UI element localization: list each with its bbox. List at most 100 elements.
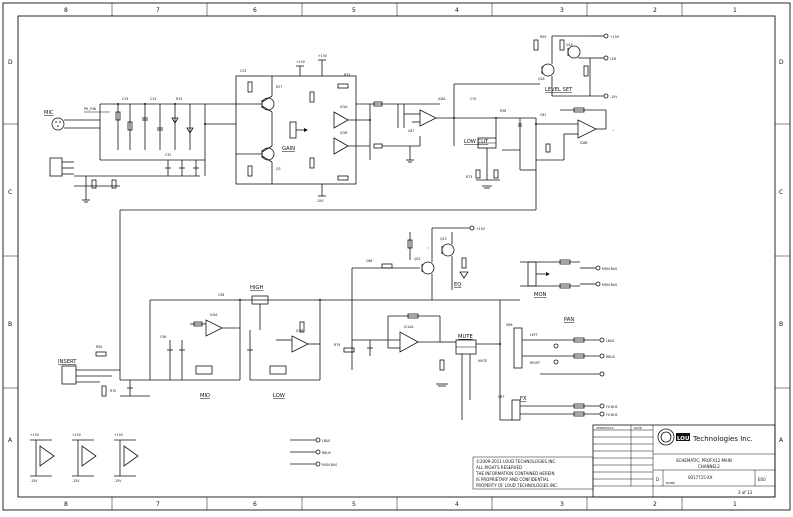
svg-text:C66: C66: [366, 259, 372, 263]
svg-text:R27: R27: [276, 85, 282, 89]
row-label-right: B: [779, 321, 783, 328]
size-value: D: [656, 477, 659, 482]
low-cut-section: LOW CUT IC8A C67 C70 R58 R73: [374, 84, 536, 188]
svg-text:C67: C67: [408, 129, 414, 133]
svg-text:+15V: +15V: [114, 433, 124, 437]
svg-text:-15V: -15V: [72, 479, 80, 483]
level-set-section: LEVEL SET +15V LED -15V Q18 Q19 R59 IC8B…: [520, 34, 620, 170]
svg-text:+15V: +15V: [30, 433, 40, 437]
col-label-top: 5: [352, 7, 356, 14]
scale-value: NONE: [666, 481, 675, 485]
date-header: DATE: [634, 426, 642, 430]
svg-text:FX BUS: FX BUS: [606, 413, 618, 417]
row-label-left: D: [8, 59, 13, 66]
svg-text:~: ~: [612, 129, 615, 133]
row-label-right: C: [779, 189, 783, 196]
copyright-line: THE INFORMATION CONTAINED HEREIN: [475, 471, 554, 476]
svg-text:MON BUS: MON BUS: [602, 267, 617, 271]
svg-text:-15V: -15V: [114, 479, 122, 483]
svg-text:FX BUS: FX BUS: [606, 405, 618, 409]
col-label-bottom: 6: [253, 501, 257, 508]
col-label-bottom: 1: [733, 501, 737, 508]
svg-text:C15: C15: [150, 97, 156, 101]
title-block: APPROVALS DATE LOUD Technologies Inc. SC…: [593, 425, 775, 497]
pan-label: PAN: [564, 317, 574, 323]
svg-text:R90: R90: [96, 345, 102, 349]
svg-text:LBUS: LBUS: [606, 339, 614, 343]
svg-text:Q19: Q19: [566, 43, 573, 47]
zone-labels: 8 7 6 5 4 3 2 1 8 7 6 5 4 3 2 1 D C B A …: [8, 7, 784, 508]
mic-preamp-section: MIC PH_P48: [44, 97, 236, 202]
fx-label: FX: [520, 396, 527, 402]
col-label-bottom: 5: [352, 501, 356, 508]
svg-text:C19: C19: [122, 97, 128, 101]
svg-text:-15V: -15V: [30, 479, 38, 483]
row-label-left: A: [8, 437, 13, 444]
svg-text:C56: C56: [160, 335, 166, 339]
svg-text:MUTE: MUTE: [478, 359, 487, 363]
doc-number: 0017715-XX: [688, 475, 713, 480]
svg-text:MON BUS: MON BUS: [602, 283, 617, 287]
svg-text:RBUS: RBUS: [322, 451, 331, 455]
svg-text:C32: C32: [165, 153, 171, 157]
regulator-block: +15V -15V: [30, 433, 54, 483]
rev-value: E00: [758, 477, 766, 482]
drawing-title: SCHEMATIC, PROFX12 MAIN: [676, 458, 732, 463]
col-label-bottom: 8: [64, 501, 68, 508]
svg-text:PH_P48: PH_P48: [84, 107, 96, 111]
row-label-right: A: [779, 437, 784, 444]
level-set-label: LEVEL SET: [545, 87, 573, 93]
svg-text:LED: LED: [610, 57, 617, 61]
svg-text:-15V: -15V: [610, 95, 618, 99]
copyright-block: ©2009-2011 LOUD TECHNOLOGIES INC. ALL RI…: [473, 457, 593, 489]
low-label: LOW: [273, 393, 285, 399]
high-label: HIGH: [250, 285, 263, 291]
svg-text:IC5B: IC5B: [340, 131, 347, 135]
pan-mon-fx-section: MON MON BUS MON BUS PAN LBUS RBUS LEFT R…: [498, 260, 618, 420]
svg-text:R59: R59: [540, 35, 546, 39]
svg-text:Q22: Q22: [414, 257, 421, 261]
svg-text:+15V: +15V: [72, 433, 82, 437]
company-logo-icon: [658, 429, 674, 445]
bus-connectors: LBUS RBUS MON BUS: [290, 438, 337, 467]
insert-label: INSERT: [58, 359, 77, 365]
svg-text:RIGHT: RIGHT: [530, 361, 540, 365]
mid-label: MID: [200, 393, 210, 399]
svg-text:IC8A: IC8A: [438, 97, 446, 101]
company-name: Technologies Inc.: [692, 435, 753, 443]
low-cut-label: LOW CUT: [464, 139, 489, 145]
svg-text:C81: C81: [540, 113, 546, 117]
svg-text:C58: C58: [218, 293, 224, 297]
svg-text:R58: R58: [500, 109, 506, 113]
row-label-left: B: [8, 321, 12, 328]
power-decoupling-section: +15V -15V +15V -15V +15V -15V: [30, 433, 138, 483]
insert-section: INSERT R90 R70: [58, 345, 150, 396]
svg-text:C70: C70: [470, 97, 476, 101]
regulator-block: +15V -15V: [72, 433, 96, 483]
svg-text:Q23: Q23: [440, 237, 447, 241]
col-label-top: 1: [733, 7, 737, 14]
col-label-top: 4: [455, 7, 459, 14]
drawing-title: CHANNEL2: [698, 464, 720, 469]
eq-out-section: +15V EQ Q22 Q23 C66: [352, 226, 520, 370]
row-label-left: C: [8, 189, 12, 196]
sheet-value: 3 of 13: [738, 490, 752, 495]
svg-text:IC8B: IC8B: [580, 141, 587, 145]
svg-text:R33: R33: [344, 73, 350, 77]
copyright-line: IS PROPRIETARY AND CONFIDENTIAL: [476, 477, 550, 482]
gain-label: GAIN: [282, 146, 295, 152]
company-logo-text: LOUD: [677, 436, 694, 442]
svg-text:VR7: VR7: [498, 395, 504, 399]
svg-text:-15V: -15V: [316, 199, 324, 203]
svg-text:R79: R79: [334, 343, 340, 347]
svg-text:LBUS: LBUS: [322, 439, 330, 443]
mic-label: MIC: [44, 110, 54, 116]
svg-text:Q18: Q18: [538, 77, 545, 81]
col-label-top: 7: [156, 7, 160, 14]
col-label-top: 6: [253, 7, 257, 14]
row-label-right: D: [779, 59, 784, 66]
mute-label: MUTE: [458, 334, 473, 340]
col-label-bottom: 2: [653, 501, 657, 508]
svg-text:+15V: +15V: [296, 60, 306, 64]
